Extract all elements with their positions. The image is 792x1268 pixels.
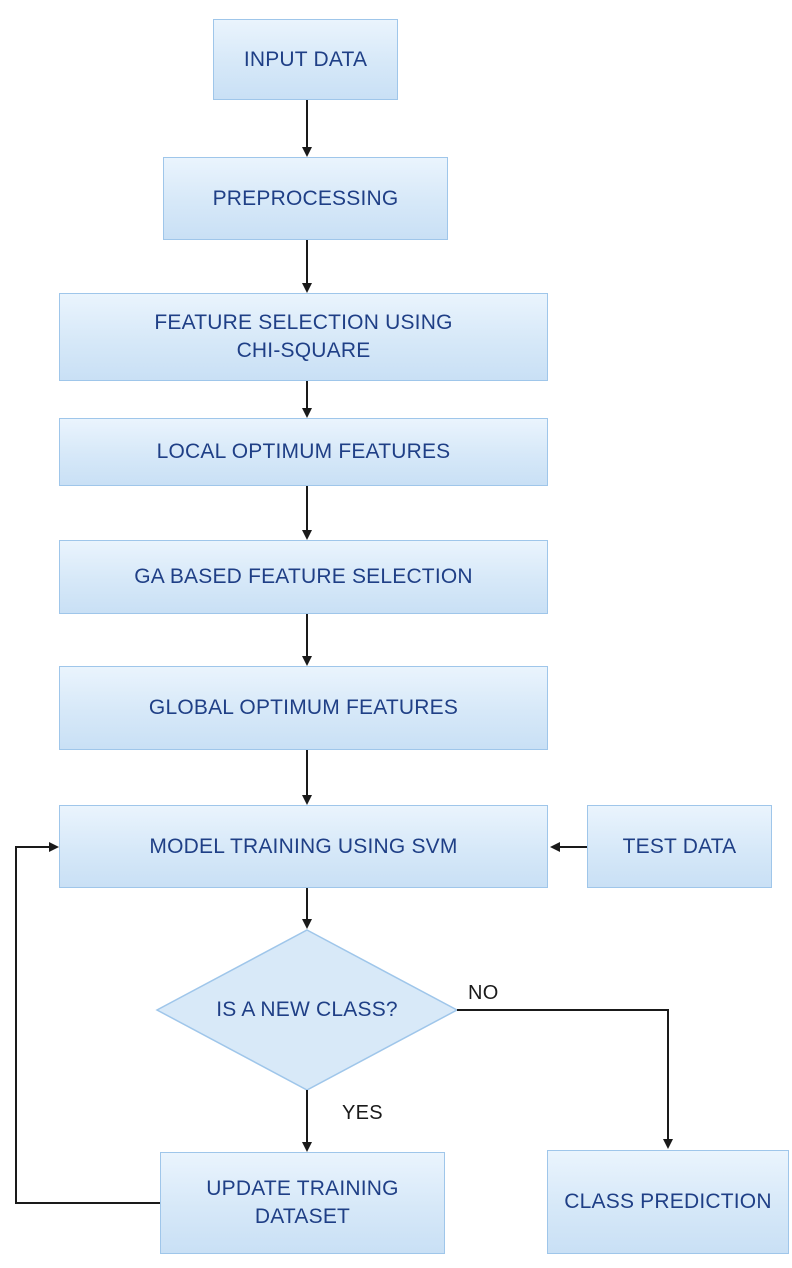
input-data-node: INPUT DATA bbox=[213, 19, 398, 100]
model-training-node: MODEL TRAINING USING SVM bbox=[59, 805, 548, 888]
global-optimum-node: GLOBAL OPTIMUM FEATURES bbox=[59, 666, 548, 750]
preprocessing-label: PREPROCESSING bbox=[212, 186, 399, 210]
no-edge-label: NO bbox=[468, 982, 499, 1004]
feature-selection-chi-node: FEATURE SELECTION USING CHI-SQUARE bbox=[59, 293, 548, 381]
arrow-update-to-model bbox=[15, 842, 160, 1204]
class-prediction-label: CLASS PREDICTION bbox=[564, 1190, 772, 1213]
ga-feature-selection-label: GA BASED FEATURE SELECTION bbox=[134, 565, 473, 588]
global-optimum-label: GLOBAL OPTIMUM FEATURES bbox=[148, 696, 459, 719]
update-training-node: UPDATE TRAINING DATASET bbox=[160, 1152, 445, 1254]
class-prediction-node: CLASS PREDICTION bbox=[547, 1150, 789, 1254]
test-data-label: TEST DATA bbox=[622, 834, 737, 858]
update-training-label: UPDATE TRAINING DATASET bbox=[206, 1177, 399, 1228]
test-data-node: TEST DATA bbox=[587, 805, 772, 888]
ga-feature-selection-node: GA BASED FEATURE SELECTION bbox=[59, 540, 548, 614]
arrow-decision-to-prediction bbox=[457, 1009, 673, 1149]
yes-edge-label: YES bbox=[342, 1102, 383, 1124]
local-optimum-node: LOCAL OPTIMUM FEATURES bbox=[59, 418, 548, 486]
preprocessing-node: PREPROCESSING bbox=[163, 157, 448, 240]
decision-label: IS A NEW CLASS? bbox=[216, 998, 398, 1021]
model-training-label: MODEL TRAINING USING SVM bbox=[149, 834, 458, 858]
local-optimum-label: LOCAL OPTIMUM FEATURES bbox=[156, 440, 451, 463]
feature-selection-chi-label: FEATURE SELECTION USING CHI-SQUARE bbox=[154, 311, 453, 362]
input-data-label: INPUT DATA bbox=[243, 47, 368, 71]
decision-label-box: IS A NEW CLASS? bbox=[167, 990, 447, 1030]
